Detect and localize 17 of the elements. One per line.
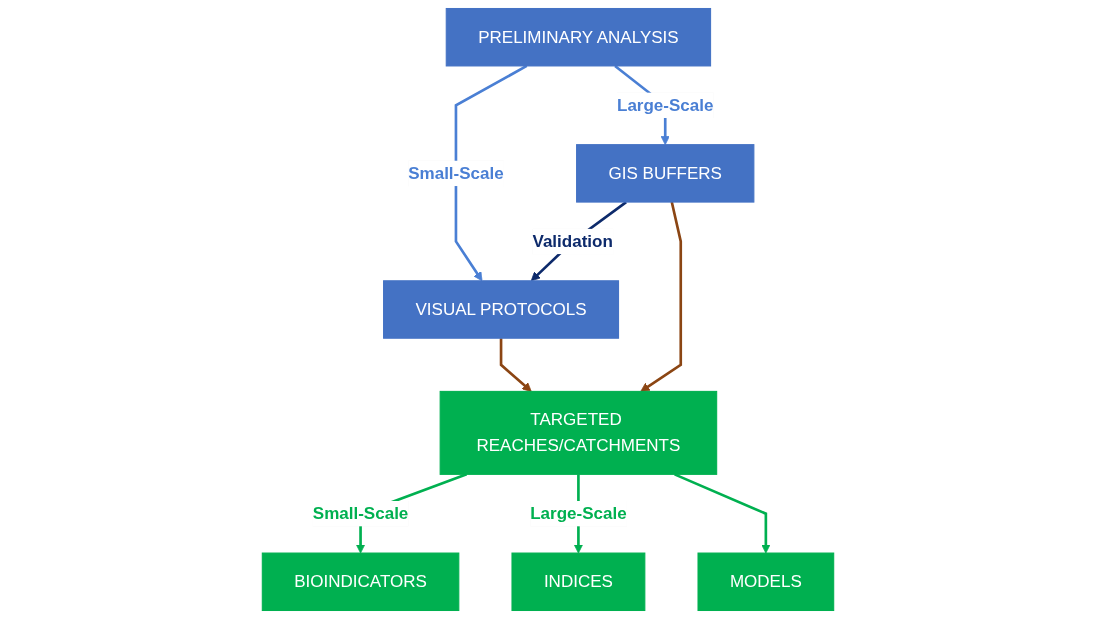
arrow — [530, 201, 627, 282]
arrow — [640, 201, 683, 392]
node-box: TARGETED REACHES/CATCHMENTS — [439, 390, 718, 475]
arrow — [454, 64, 528, 282]
arrow — [499, 338, 532, 392]
node-box: MODELS — [697, 552, 835, 611]
node-box: INDICES — [511, 552, 646, 611]
edge-label: Small-Scale — [408, 163, 504, 182]
edge-label: Small-Scale — [312, 504, 409, 523]
node-box: PRELIMINARY ANALYSIS — [445, 7, 712, 67]
edge-label: Validation — [532, 231, 613, 250]
edge-label: Large-Scale — [616, 95, 714, 114]
node-box: BIOINDICATORS — [261, 552, 460, 611]
node-box: VISUAL PROTOCOLS — [383, 280, 620, 339]
arrow — [674, 473, 771, 554]
node-box: GIS BUFFERS — [576, 144, 755, 203]
edge-label: Large-Scale — [530, 504, 627, 523]
